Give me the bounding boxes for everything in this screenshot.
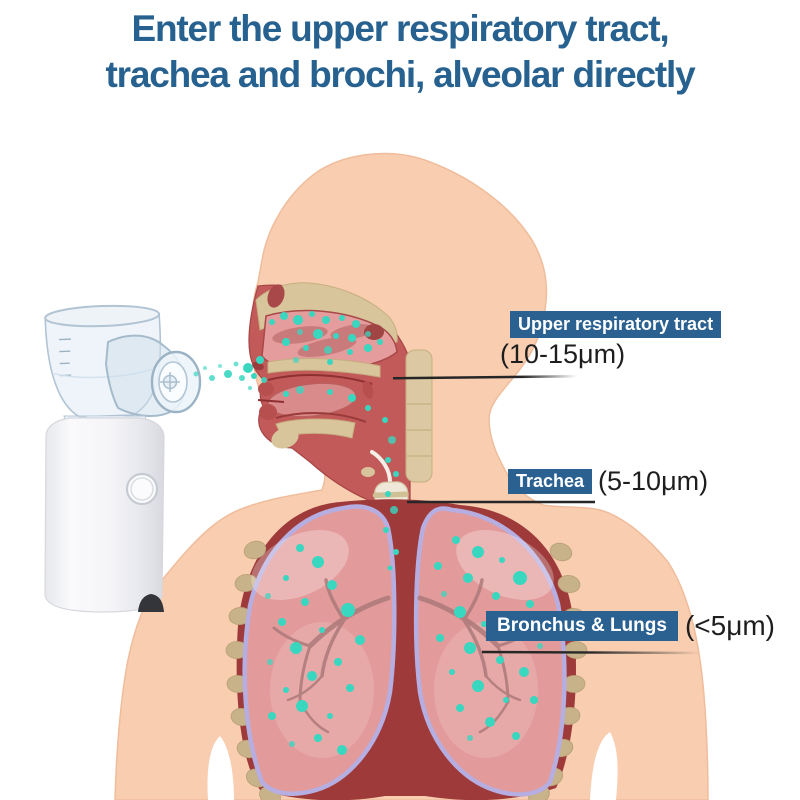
mouth-floor-line xyxy=(275,412,367,423)
mist-particles-lungs xyxy=(265,536,543,755)
left-armpit-gap xyxy=(207,736,234,800)
device-body xyxy=(44,417,165,613)
mist-particles-throat xyxy=(283,386,399,571)
bronchus-lungs-size: (<5μm) xyxy=(684,610,775,641)
mist-particles-nasal xyxy=(269,311,383,365)
leader-line-upper-tract xyxy=(393,375,577,380)
upper-respiratory-tract-chip: Upper respiratory tract xyxy=(510,311,722,338)
callout-bronchus-lungs: Bronchus & Lungs (<5μm) xyxy=(486,610,775,642)
leader-line-bronchus xyxy=(482,650,700,655)
mouth-slit xyxy=(257,399,285,403)
body-bottom-notch xyxy=(138,594,164,612)
lower-lip xyxy=(259,404,277,420)
uvula xyxy=(362,381,374,399)
cervical-spine xyxy=(405,349,433,483)
callout-trachea: Trachea (5-10μm) xyxy=(508,466,708,497)
page-title-line1: Enter the upper respiratory tract, xyxy=(131,8,670,49)
epiglottis-highlight xyxy=(370,450,392,484)
thorax xyxy=(225,499,588,800)
power-button-ring xyxy=(130,477,154,501)
page-title: Enter the upper respiratory tract, trach… xyxy=(0,6,800,98)
mist-spray xyxy=(193,356,267,390)
right-armpit-gap xyxy=(590,732,618,800)
trachea-chip: Trachea xyxy=(508,469,593,494)
nebulizer xyxy=(44,304,202,613)
upper-lip xyxy=(258,382,274,396)
page-title-line2: trachea and brochi, alveolar directly xyxy=(105,54,696,95)
chin-bone xyxy=(271,427,299,449)
reservoir-rim xyxy=(44,304,161,328)
larynx-cartilage xyxy=(361,467,375,477)
upper-respiratory-tract-size: (10-15μm) xyxy=(500,339,626,369)
mesh-atomizer-hub xyxy=(160,372,180,392)
left-lung xyxy=(242,504,397,796)
leader-lines xyxy=(393,375,700,655)
bronchus-lungs-chip: Bronchus & Lungs xyxy=(486,611,678,641)
leader-line-trachea xyxy=(407,500,595,504)
trachea-size: (5-10μm) xyxy=(598,466,709,496)
mouth-roof-line xyxy=(267,374,373,385)
callout-upper-respiratory-tract: Upper respiratory tract (10-15μm) xyxy=(500,311,722,370)
hard-palate-bone xyxy=(267,358,381,378)
frontal-sinus xyxy=(267,284,285,308)
